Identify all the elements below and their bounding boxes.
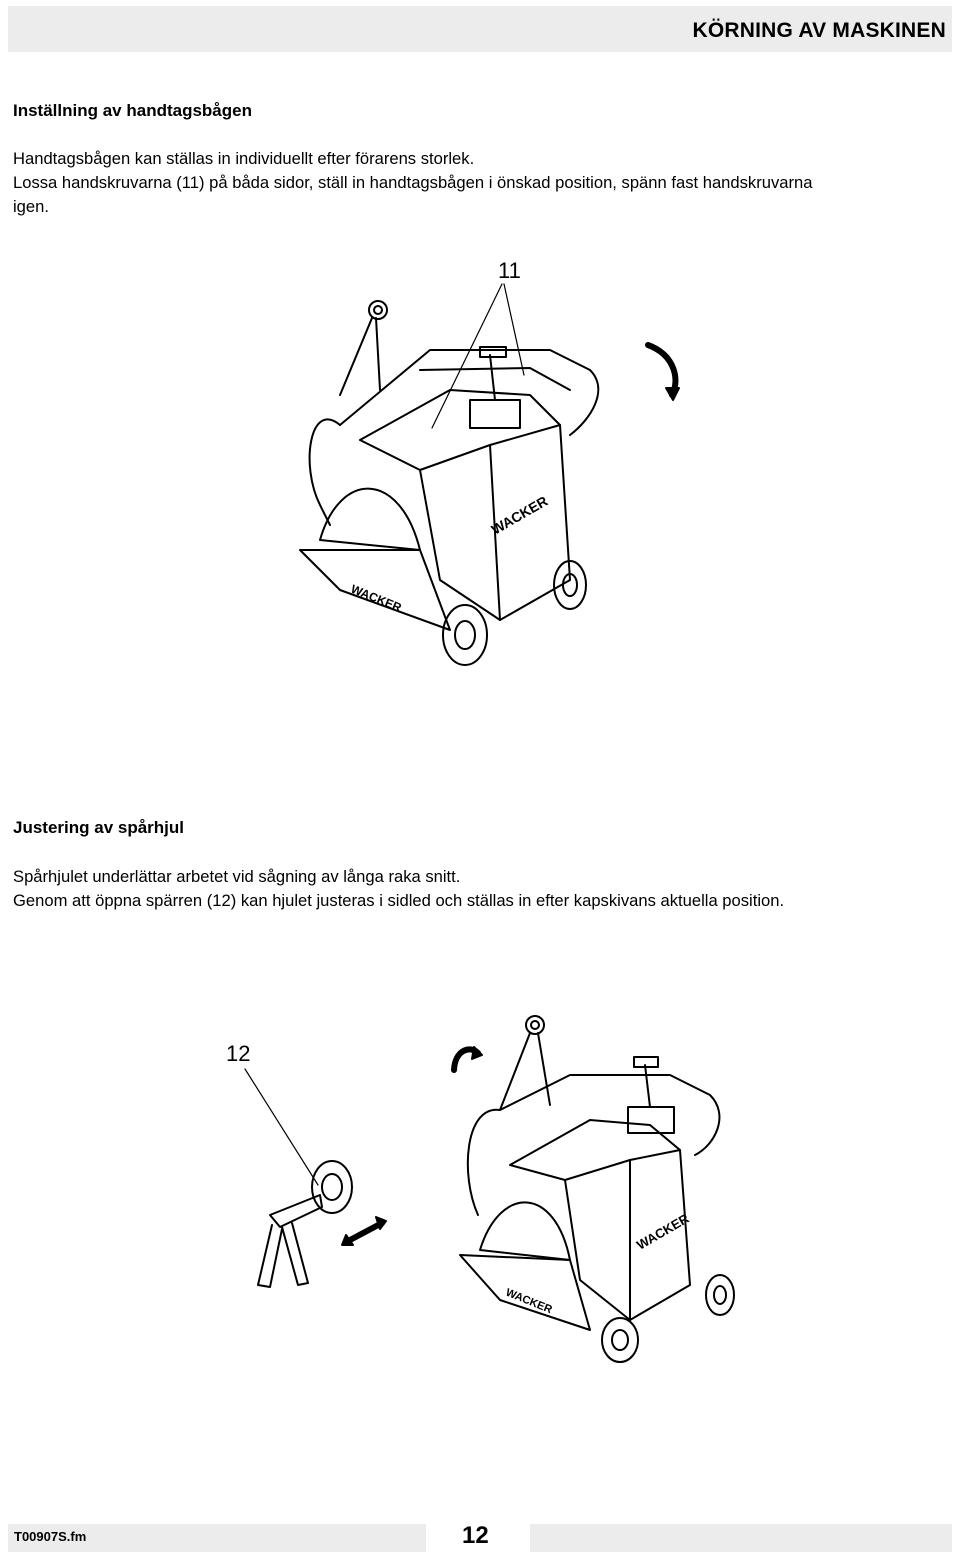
saw-body [359, 389, 571, 621]
saw-body [509, 1119, 691, 1321]
lever [644, 1064, 651, 1108]
wheel-icon [553, 560, 587, 610]
section-heading-handle: Inställning av handtagsbågen [13, 101, 252, 120]
wheel-icon [601, 1317, 639, 1363]
base-plate [299, 549, 451, 631]
handle-bar-left [466, 1108, 501, 1216]
base-plate [459, 1254, 591, 1331]
callout-11: 11 [498, 258, 521, 283]
handle-bar-left [308, 418, 341, 526]
control-panel [627, 1106, 675, 1134]
lever [489, 354, 496, 401]
handle-bar [339, 349, 600, 436]
text-line: Handtagsbågen kan ställas in individuell… [13, 149, 475, 168]
brand-label: WACKER [634, 1210, 692, 1252]
front-knob-icon [339, 300, 388, 396]
callout-12: 12 [226, 1041, 250, 1066]
lever-handle [479, 346, 507, 358]
arrow-head-icon [665, 387, 680, 401]
lever-handle [633, 1056, 659, 1068]
blade-guard [479, 1201, 571, 1261]
wheel-icon [705, 1274, 735, 1316]
slide-arrow-icon [347, 1220, 385, 1243]
arrow-head-icon [341, 1234, 354, 1246]
text-line: Lossa handskruvarna (11) på båda sidor, … [13, 173, 813, 192]
text-line: Genom att öppna spärren (12) kan hjulet … [13, 891, 785, 910]
header-bar [8, 6, 952, 52]
footer-bar-right [530, 1524, 952, 1552]
text-line: Spårhjulet underlättar arbetet vid sågni… [13, 867, 461, 886]
page-title: KÖRNING AV MASKINEN [692, 19, 946, 42]
wheel-icon [442, 604, 488, 666]
handle-bar [499, 1074, 721, 1156]
brand-label: WACKER [349, 582, 404, 615]
brand-label: WACKER [504, 1287, 554, 1316]
track-wheel-detail [257, 1160, 353, 1288]
brand-label: WACKER [489, 493, 551, 538]
figure-track-wheel: 12 WACKER WACKER [226, 1015, 735, 1363]
footer-filename: T00907S.fm [14, 1529, 87, 1544]
footer-bar-left [8, 1524, 426, 1552]
arrow-head-icon [375, 1216, 387, 1230]
section-heading-wheel: Justering av spårhjul [13, 818, 184, 837]
leader-line [431, 283, 503, 429]
blade-guard [319, 487, 421, 551]
arrow-head-icon [471, 1046, 483, 1060]
text-line: igen. [13, 197, 49, 216]
page-number: 12 [462, 1522, 489, 1549]
control-panel [469, 399, 521, 429]
section-text-handle: Handtagsbågen kan ställas in individuell… [13, 147, 953, 219]
leader-line [244, 1068, 319, 1186]
handle-bar-inner [419, 367, 571, 391]
leader-line [503, 283, 525, 376]
front-knob-icon [499, 1015, 551, 1111]
body-edge [564, 1149, 681, 1181]
section-text-wheel: Spårhjulet underlättar arbetet vid sågni… [13, 865, 953, 913]
figure-floor-saw-handle: 11 WACKER WACKER [299, 258, 680, 666]
body-edge [489, 444, 501, 621]
